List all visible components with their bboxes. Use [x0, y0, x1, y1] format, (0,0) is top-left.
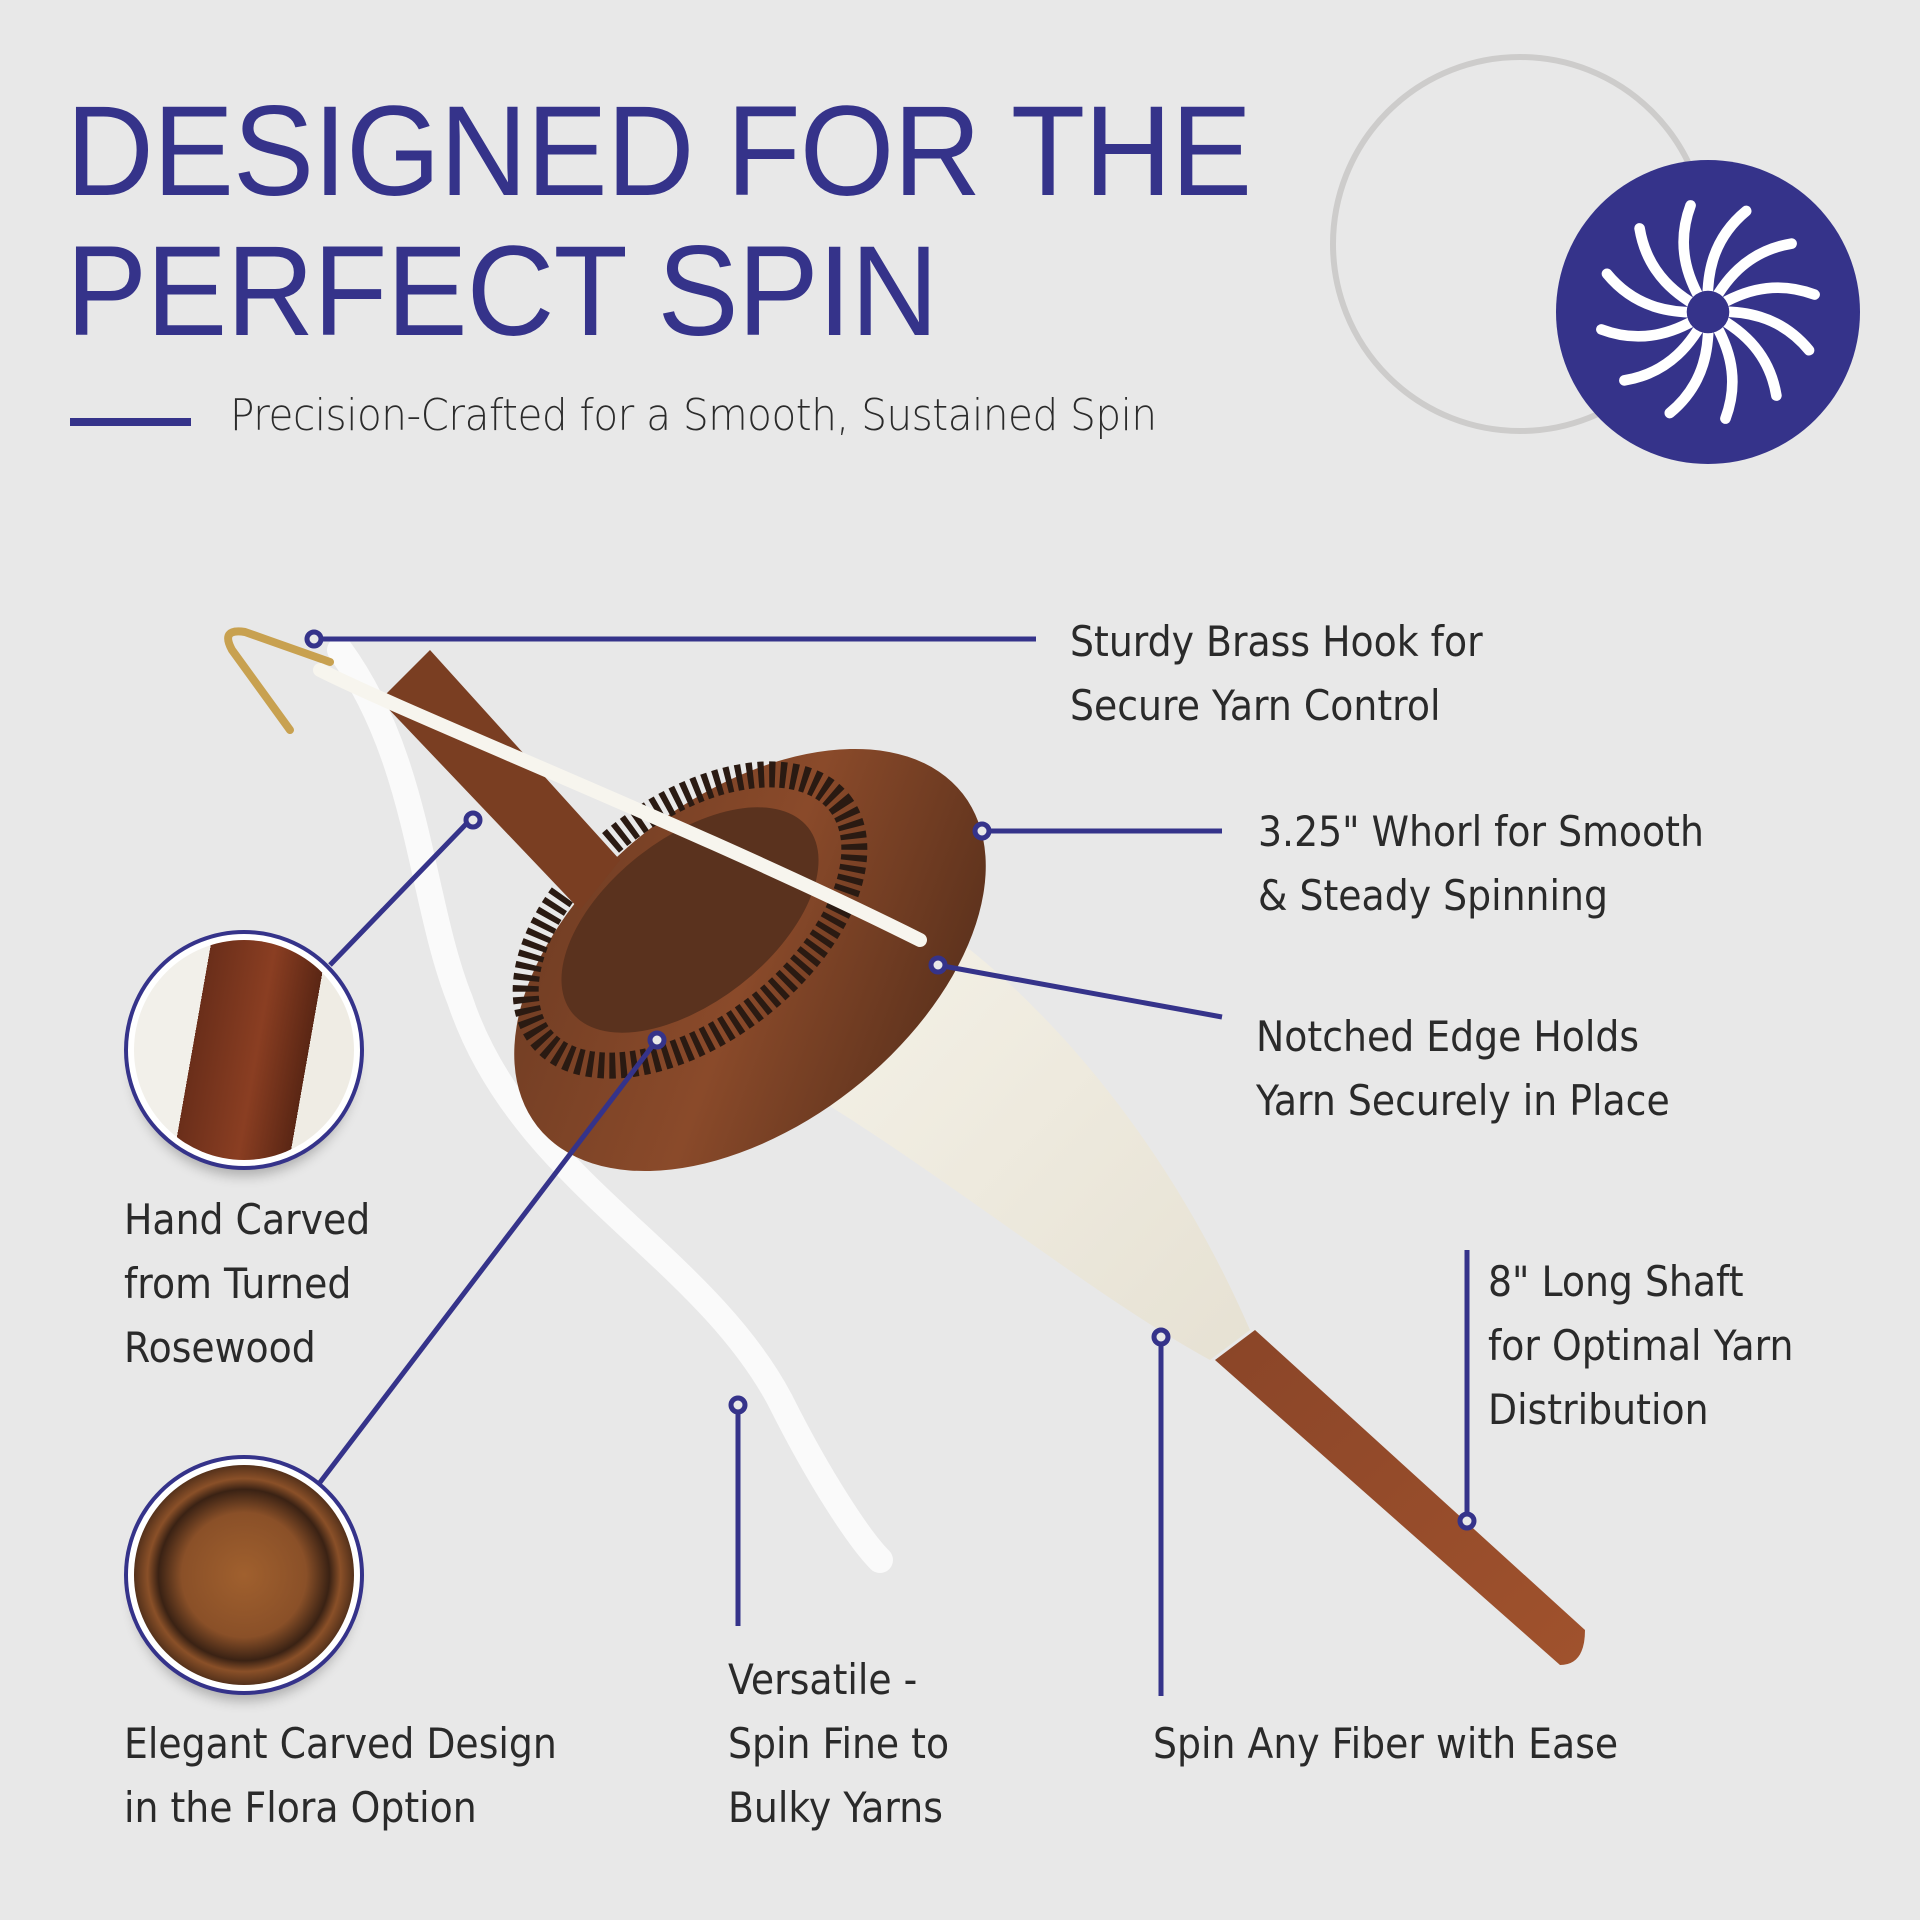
inset-flora-closeup	[124, 1455, 364, 1695]
subtitle-accent-rule	[70, 418, 191, 426]
logo-badge	[1556, 160, 1860, 464]
yarn-lead	[313, 663, 927, 947]
callout-versatile: Versatile - Spin Fine to Bulky Yarns	[728, 1655, 950, 1832]
title-line-1: DESIGNED FOR THE	[66, 80, 1252, 223]
callout-any-fiber: Spin Any Fiber with Ease	[1153, 1719, 1619, 1768]
whorl-carved-ring	[512, 761, 868, 1079]
yarn-cop	[820, 900, 1250, 1360]
page-title: DESIGNED FOR THE PERFECT SPIN	[66, 80, 1252, 363]
spindle-shaft	[1215, 1330, 1585, 1665]
title-line-2: PERFECT SPIN	[66, 220, 938, 363]
callout-hand-carved: Hand Carved from Turned Rosewood	[124, 1195, 371, 1372]
inset-rosewood-closeup	[124, 930, 364, 1170]
spiral-swirl-icon	[1556, 160, 1860, 464]
brass-hook	[224, 627, 334, 734]
callout-carved-design: Elegant Carved Design in the Flora Optio…	[124, 1719, 557, 1832]
callout-brass-hook: Sturdy Brass Hook for Secure Yarn Contro…	[1070, 617, 1483, 730]
callout-notched-edge: Notched Edge Holds Yarn Securely in Plac…	[1256, 1012, 1670, 1125]
callout-long-shaft: 8" Long Shaft for Optimal Yarn Distribut…	[1488, 1257, 1794, 1434]
spindle-neck	[380, 650, 620, 910]
subtitle: Precision-Crafted for a Smooth, Sustaine…	[230, 390, 1157, 441]
callout-whorl: 3.25" Whorl for Smooth & Steady Spinning	[1258, 807, 1704, 920]
